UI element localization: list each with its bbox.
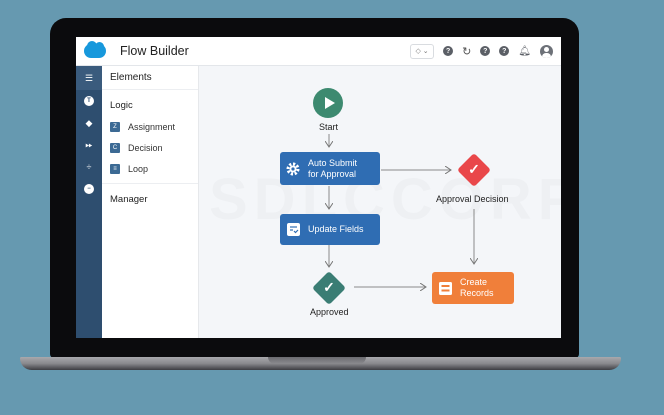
icon-rail: ☰ T ◆ ⏩︎ ÷ −: [76, 66, 102, 338]
create-records-icon: [438, 281, 452, 295]
dropdown-label: ◇ ⌄: [415, 48, 429, 55]
panel-header: Elements: [102, 66, 198, 90]
approved-label: Approved: [310, 307, 349, 317]
section-manager[interactable]: Manager: [110, 193, 148, 205]
flow-connectors: [76, 134, 561, 338]
decision-icon: C: [110, 142, 120, 153]
update-fields-icon: [286, 223, 300, 237]
toolbar: ◇ ⌄ ? ↻ ? ? 🔔︎: [410, 43, 553, 59]
logic-icon[interactable]: T: [76, 90, 102, 112]
check-icon: ✓: [323, 279, 335, 295]
info-icon[interactable]: ?: [499, 46, 510, 56]
bell-icon[interactable]: 🔔︎: [518, 45, 531, 57]
diamond-icon[interactable]: ◆: [85, 117, 93, 128]
gear-icon: [286, 162, 300, 176]
element-label: Assignment: [128, 121, 176, 132]
element-label: Decision: [128, 142, 163, 153]
refresh-icon[interactable]: ↻: [462, 45, 472, 58]
app-title: Flow Builder: [120, 44, 189, 58]
update-fields-node[interactable]: Update Fields: [280, 214, 380, 245]
help-icon[interactable]: ?: [480, 46, 491, 56]
label-line: Records: [460, 288, 494, 298]
assignment-icon: Z: [110, 121, 120, 132]
divide-icon[interactable]: ÷: [86, 162, 92, 172]
create-records-node[interactable]: Create Records: [432, 272, 514, 304]
check-icon: ✓: [468, 161, 480, 177]
help-icon[interactable]: ?: [443, 46, 454, 56]
start-label: Start: [319, 122, 339, 132]
auto-submit-label: Auto Submit for Approval: [308, 158, 357, 180]
auto-submit-node[interactable]: Auto Submit for Approval: [280, 152, 380, 185]
label-line: Auto Submit: [308, 157, 358, 168]
menu-icon[interactable]: ☰: [76, 66, 102, 90]
create-records-label: Create Records: [460, 277, 494, 299]
settings-dropdown[interactable]: ◇ ⌄: [410, 43, 435, 59]
element-loop[interactable]: ≡ Loop: [102, 158, 198, 179]
label-line: Create: [460, 277, 488, 287]
approval-decision-label: Approval Decision: [436, 194, 509, 204]
laptop-notch: [268, 357, 366, 364]
element-assignment[interactable]: Z Assignment: [102, 116, 198, 137]
screen: Flow Builder ◇ ⌄ ? ↻ ? ? 🔔︎ ☰ T ◆ ⏩︎ ÷ −…: [76, 37, 561, 338]
element-decision[interactable]: C Decision: [102, 137, 198, 158]
divider: [102, 183, 198, 184]
elements-panel: Elements Logic Z Assignment C Decision ≡…: [102, 66, 199, 338]
element-label: Loop: [128, 163, 149, 174]
loop-icon: ≡: [110, 163, 120, 174]
avatar-icon[interactable]: [540, 44, 553, 58]
salesforce-logo-icon: [84, 41, 106, 58]
label-line: for Approval: [308, 168, 357, 179]
update-fields-label: Update Fields: [308, 224, 364, 234]
minus-circle-icon[interactable]: −: [76, 178, 102, 200]
start-node[interactable]: [313, 88, 343, 118]
fast-forward-icon[interactable]: ⏩︎: [85, 139, 93, 150]
section-logic: Logic: [110, 99, 133, 111]
top-bar: Flow Builder ◇ ⌄ ? ↻ ? ? 🔔︎: [76, 37, 561, 66]
